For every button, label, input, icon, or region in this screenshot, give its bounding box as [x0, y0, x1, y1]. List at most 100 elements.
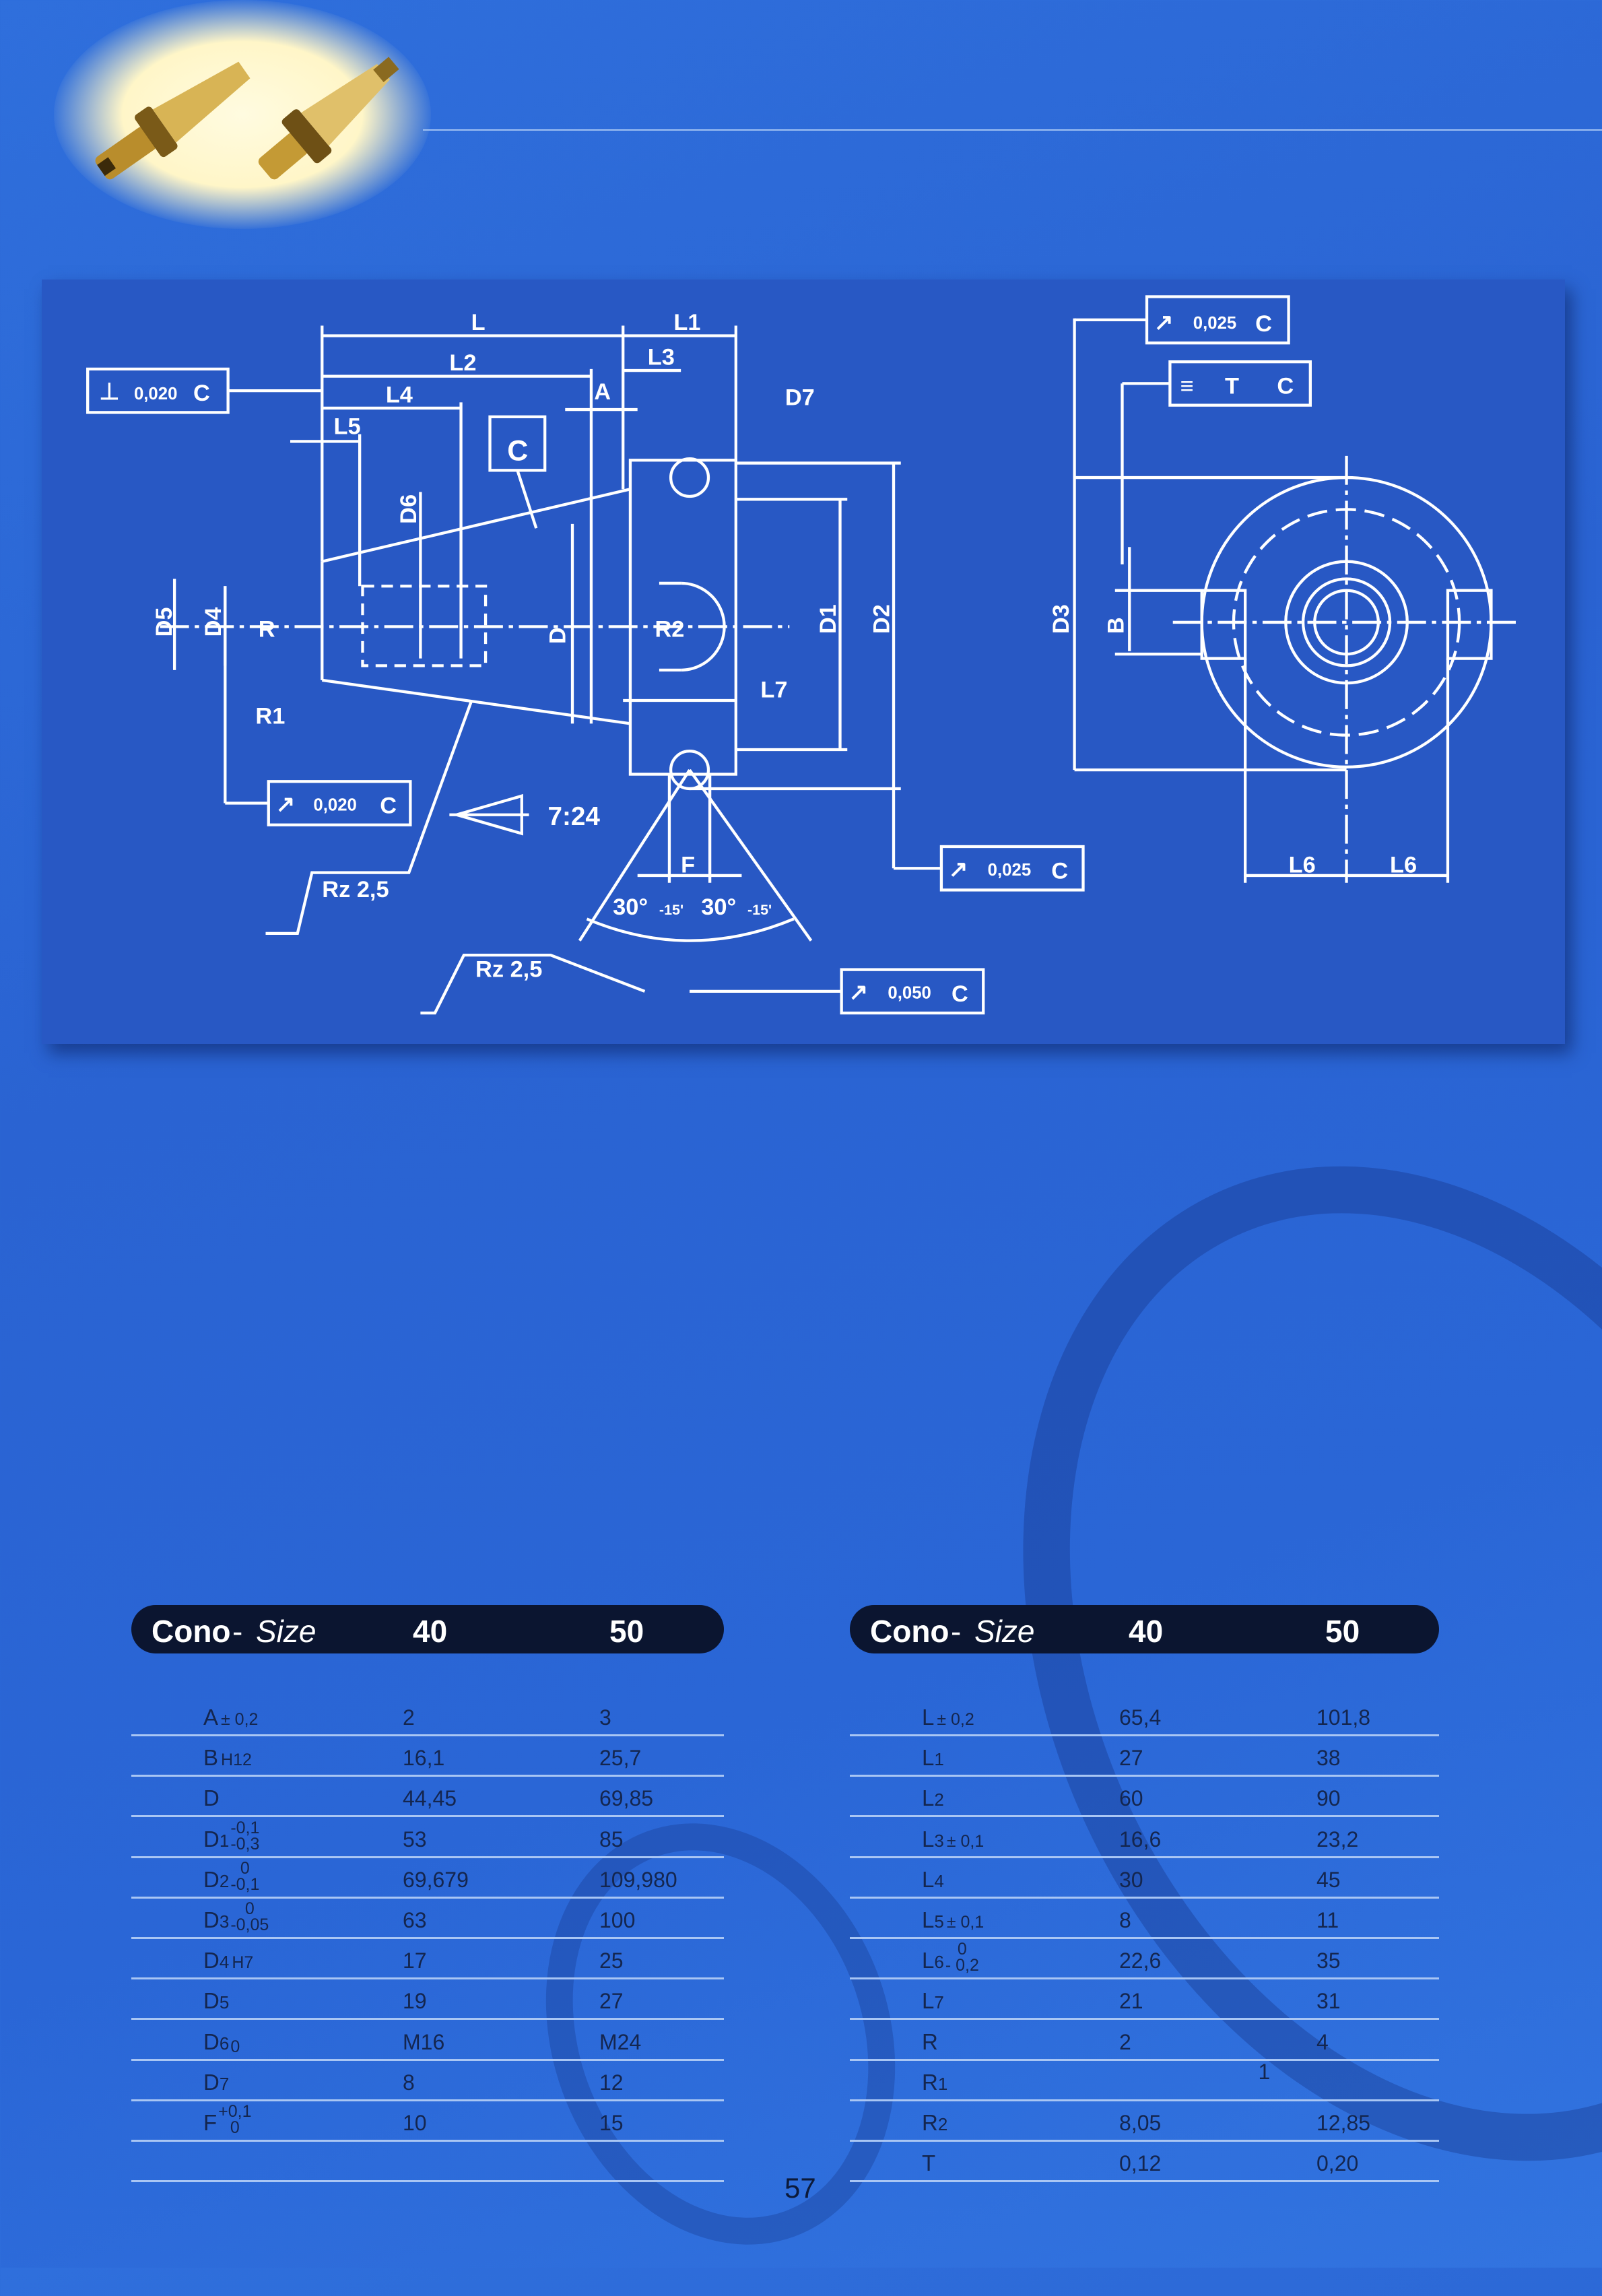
value-40: 22,6 — [1119, 1948, 1162, 1973]
param-label: R2 — [922, 2110, 948, 2135]
technical-drawing-panel — [42, 280, 1565, 1044]
param-label: D1-0,1-0,3 — [203, 1818, 260, 1854]
value-50: 15 — [599, 2111, 624, 2135]
header-dash: - — [232, 1614, 243, 1649]
header-rule — [423, 129, 1602, 131]
value-50: 12 — [599, 2070, 624, 2095]
value-50: 31 — [1316, 1989, 1341, 2014]
drawing-label: -15' — [747, 902, 772, 918]
param-label: L2 — [922, 1785, 944, 1811]
param-label: R — [922, 2029, 938, 2054]
drawing-line — [586, 917, 795, 942]
param-label: T — [922, 2151, 936, 2176]
drawing-line — [516, 469, 538, 529]
drawing-label: C — [952, 981, 968, 1007]
value-50: 25 — [599, 1948, 624, 1973]
table-header-left: Cono - Size 40 50 — [131, 1605, 724, 1653]
value-40: 69,679 — [403, 1867, 469, 1892]
drawing-label: 0,020 — [134, 385, 177, 403]
drawing-label: Rz 2,5 — [322, 877, 389, 903]
value-50: 11 — [1316, 1908, 1339, 1932]
drawing-label: T — [1225, 373, 1239, 399]
perpendicularity-icon: ⊥ — [99, 379, 119, 405]
drawing-label: D7 — [785, 385, 815, 411]
value-40: M16 — [403, 2029, 445, 2054]
param-label — [203, 2151, 206, 2176]
value-50: 4 — [1316, 2029, 1329, 2054]
cone-bottom-edge — [321, 678, 631, 725]
param-label: L7 — [922, 1988, 944, 2014]
drawing-line — [1200, 589, 1247, 660]
value-50: 35 — [1316, 1948, 1341, 1973]
drawing-label: L6 — [1289, 853, 1316, 878]
drawing-label: C — [1277, 373, 1294, 399]
table-row: D 44,45 69,85 — [131, 1775, 724, 1818]
roughness-symbol-2 — [420, 953, 646, 1015]
value-50: 101,8 — [1316, 1705, 1371, 1730]
drawing-label: L — [471, 310, 486, 335]
drawing-label: 7:24 — [547, 802, 600, 831]
drawing-label: D5 — [152, 607, 177, 636]
value-50: M24 — [599, 2029, 642, 2054]
param-label: L5± 0,1 — [922, 1907, 984, 1932]
drawing-label: -15' — [659, 902, 683, 918]
product-photo-glow — [54, 0, 431, 229]
value-40: 10 — [403, 2111, 427, 2135]
drawing-label: R2 — [655, 616, 684, 642]
drawing-label: R — [259, 616, 275, 642]
header-size: Size — [256, 1614, 316, 1649]
product-photo-toolholders — [95, 57, 399, 180]
drawing-label: F — [681, 853, 695, 878]
value-50: 38 — [1316, 1746, 1341, 1771]
drawing-label: D3 — [1048, 604, 1074, 634]
value-40: 63 — [403, 1908, 427, 1932]
value-40: 16,1 — [403, 1746, 445, 1771]
drawing-label: C — [193, 381, 210, 406]
drawing-label: B — [1104, 617, 1129, 634]
drawing-line — [1446, 589, 1493, 660]
value-40: 44,45 — [403, 1786, 457, 1811]
drawing-label: 0,020 — [313, 795, 356, 814]
table-row — [131, 2140, 724, 2183]
header-size: Size — [974, 1614, 1035, 1649]
value-40: 60 — [1119, 1786, 1143, 1811]
taper-symbol — [449, 793, 529, 836]
header-col-50: 50 — [609, 1614, 644, 1649]
value-50: 27 — [599, 1989, 624, 2014]
param-label: D5 — [203, 1988, 230, 2014]
drive-hole-top — [669, 457, 710, 498]
param-label: D — [203, 1785, 220, 1811]
slot — [681, 581, 726, 671]
param-label: L± 0,2 — [922, 1705, 974, 1730]
header-dash: - — [951, 1614, 962, 1649]
value-40: 2 — [1119, 2029, 1131, 2054]
header-cono: Cono — [152, 1614, 231, 1649]
value-50: 69,85 — [599, 1786, 654, 1811]
drawing-label: C — [507, 434, 528, 467]
value-40: 0,12 — [1119, 2151, 1162, 2176]
param-label: L4 — [922, 1866, 944, 1892]
value-50: 45 — [1316, 1867, 1341, 1892]
drawing-label: C — [380, 793, 397, 819]
